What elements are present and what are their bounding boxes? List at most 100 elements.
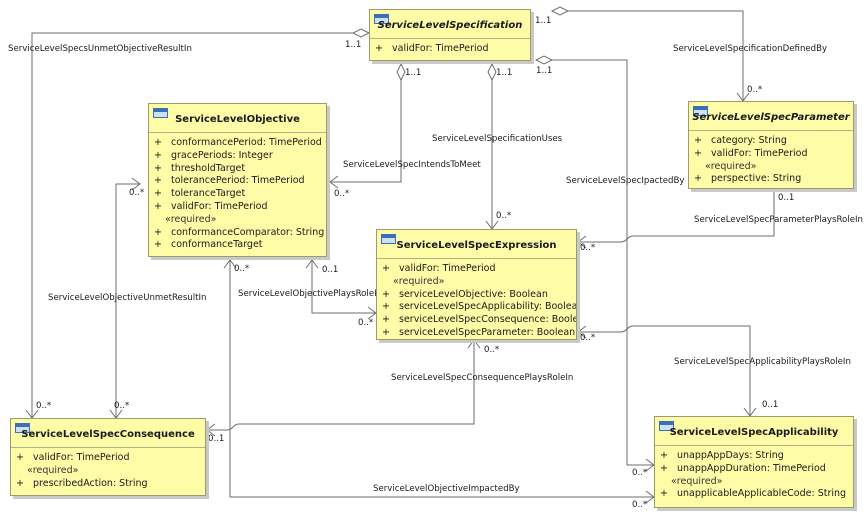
multiplicity-label: 0..* [580,333,596,343]
assoc-defined-by-line [568,10,744,101]
attribute: +unappAppDuration: TimePeriod [660,462,826,474]
assoc-label: ServiceLevelSpecApplicabilityPlaysRoleIn [674,357,851,367]
class-header: ServiceLevelSpecification [370,10,530,39]
multiplicity-label: 0..* [632,500,648,510]
assoc-label: ServiceLevelSpecIntendsToMeet [343,160,481,170]
multiplicity-label: 0..* [496,211,512,221]
arrowhead [305,259,319,269]
multiplicity-label: 1..1 [405,68,422,78]
multiplicity-label: 0..* [632,468,648,478]
assoc-appl-plays-role-line [578,325,751,416]
multiplicity-label: 1..1 [535,16,552,26]
attribute: +thresholdTarget [154,162,246,174]
class-name: ServiceLevelSpecification [377,20,523,31]
aggregation-diamond [550,6,570,16]
assoc-label: ServiceLevelObjectivePlaysRoleIn [238,289,383,299]
class-name: ServiceLevelSpecParameter [692,112,850,123]
multiplicity-label: 0..* [129,188,145,198]
attribute: +gracePeriods: Integer [154,149,273,161]
attribute: +serviceLevelSpecParameter: Boolean [382,326,576,338]
class-name: ServiceLevelSpecApplicability [669,427,839,438]
stereotype-label: «required» [671,475,723,487]
class-icon [153,108,168,118]
multiplicity-label: 0..1 [322,265,339,275]
arrowhead [577,235,587,249]
attribute: +serviceLevelSpecApplicability: Boolean [382,301,577,313]
multiplicity-label: 0..1 [762,400,779,410]
arrowhead [329,175,339,189]
attribute: +conformancePeriod: TimePeriod [154,137,322,148]
attribute: +perspective: String [694,173,802,185]
multiplicity-label: 0..* [747,85,763,95]
multiplicity-label: 0..1 [778,193,795,203]
class-header: ServiceLevelSpecApplicability [655,417,853,446]
assoc-label: ServiceLevelSpecificationDefinedBy [673,44,828,54]
class-service-level-objective[interactable]: ServiceLevelObjective +conformancePeriod… [148,103,327,257]
class-name: ServiceLevelSpecExpression [396,240,557,251]
class-header: ServiceLevelObjective [149,104,326,133]
class-service-level-specification[interactable]: ServiceLevelSpecification +validFor: Tim… [369,9,531,61]
aggregation-diamond [396,62,406,82]
assoc-intends-to-meet-line [330,80,402,183]
attribute: +validFor: TimePeriod [16,452,130,463]
aggregation-diamond [487,62,497,82]
stereotype-label: «required» [165,213,217,225]
assoc-label: ServiceLevelSpecConsequencePlaysRoleIn [391,373,574,383]
attribute: +validFor: TimePeriod [375,43,489,54]
stereotype-label: «required» [27,464,79,476]
class-name: ServiceLevelObjective [175,114,300,125]
assoc-cons-plays-role-line [207,340,475,431]
stereotype-label: «required» [393,275,445,287]
attribute: +toleranceTarget [154,188,246,200]
multiplicity-label: 0..* [580,243,596,253]
multiplicity-label: 1..1 [345,40,362,50]
class-icon [15,423,30,433]
multiplicity-label: 0..* [114,401,130,411]
class-icon [374,14,389,24]
class-header: ServiceLevelSpecExpression [377,230,576,259]
multiplicity-label: 1..1 [496,68,513,78]
multiplicity-label: 0..* [36,401,52,411]
arrowhead [467,339,481,349]
attribute: +conformanceComparator: String [154,226,325,238]
arrowhead [223,259,237,269]
attribute: +category: String [694,135,787,146]
assoc-impacted-by-line [552,59,654,466]
assoc-label: ServiceLevelSpecParameterPlaysRoleIn [694,215,863,225]
assoc-label: ServiceLevelSpecIpactedBy [566,176,685,186]
class-icon [659,421,674,431]
multiplicity-label: 0..* [484,345,500,355]
arrowhead [577,325,587,339]
assoc-unmet-objective-line [31,32,353,418]
multiplicity-label: 0..1 [208,434,225,444]
assoc-label: ServiceLevelSpecificationUses [432,134,563,144]
class-icon [693,106,708,116]
assoc-label: ServiceLevelSpecsUnmetObjectiveResultIn [8,44,192,54]
assoc-obj-unmet-result-line [115,183,140,418]
arrowhead [206,423,216,437]
attribute: +validFor: TimePeriod [694,147,808,159]
attribute: +prescribedAction: String [16,477,148,489]
class-service-level-spec-applicability[interactable]: ServiceLevelSpecApplicability +unappAppD… [654,416,854,508]
attribute: +unapplicableApplicableCode: String [660,488,847,500]
multiplicity-label: 0..* [358,318,374,328]
attribute: +unappAppDays: String [660,450,784,461]
attribute: +validFor: TimePeriod [382,263,496,274]
assoc-param-plays-role-line [578,190,775,243]
attribute: +serviceLevelSpecConsequence: Boolean [382,314,577,326]
class-service-level-spec-expression[interactable]: ServiceLevelSpecExpression +validFor: Ti… [376,229,577,340]
attribute: +tolerancePeriod: TimePeriod [154,175,305,187]
assoc-label: ServiceLevelObjectiveUnmetResultIn [48,293,207,303]
class-icon [381,234,396,244]
class-service-level-spec-parameter[interactable]: ServiceLevelSpecParameter +category: Str… [688,101,854,189]
class-service-level-spec-consequence[interactable]: ServiceLevelSpecConsequence +validFor: T… [10,418,206,496]
aggregation-diamond [534,55,554,65]
aggregation-diamond [351,28,371,38]
attribute: +conformanceTarget [154,239,263,251]
attribute: +validFor: TimePeriod [154,200,268,212]
class-header: ServiceLevelSpecParameter [689,102,853,131]
assoc-label: ServiceLevelObjectiveImpactedBy [373,484,520,494]
stereotype-label: «required» [705,160,757,172]
